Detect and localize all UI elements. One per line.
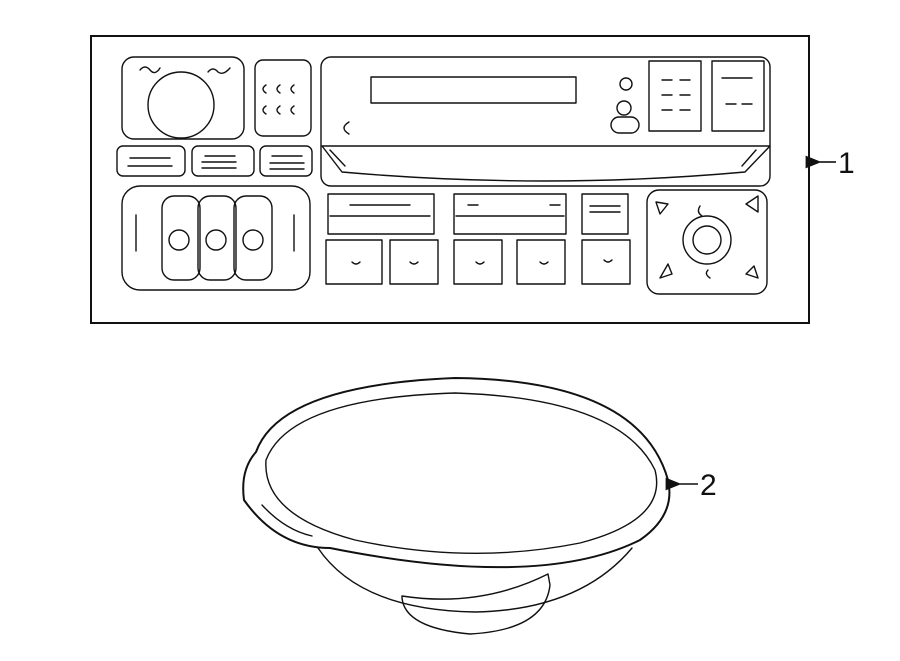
volume-knob	[121, 56, 245, 140]
tuning-knob	[646, 189, 768, 295]
tone-buttons	[254, 59, 312, 137]
radio-frame	[90, 35, 810, 324]
display-panel	[320, 56, 771, 187]
function-buttons	[325, 193, 631, 285]
callout-2-number: 2	[700, 469, 717, 502]
speaker-drawing	[242, 377, 671, 635]
callout-2: 2	[665, 469, 717, 502]
callout-1: 1	[805, 147, 855, 180]
preset-keys-small	[116, 145, 313, 177]
radio-unit-drawing	[90, 35, 810, 324]
fader-dials	[121, 185, 311, 291]
callout-1-number: 1	[838, 147, 855, 180]
